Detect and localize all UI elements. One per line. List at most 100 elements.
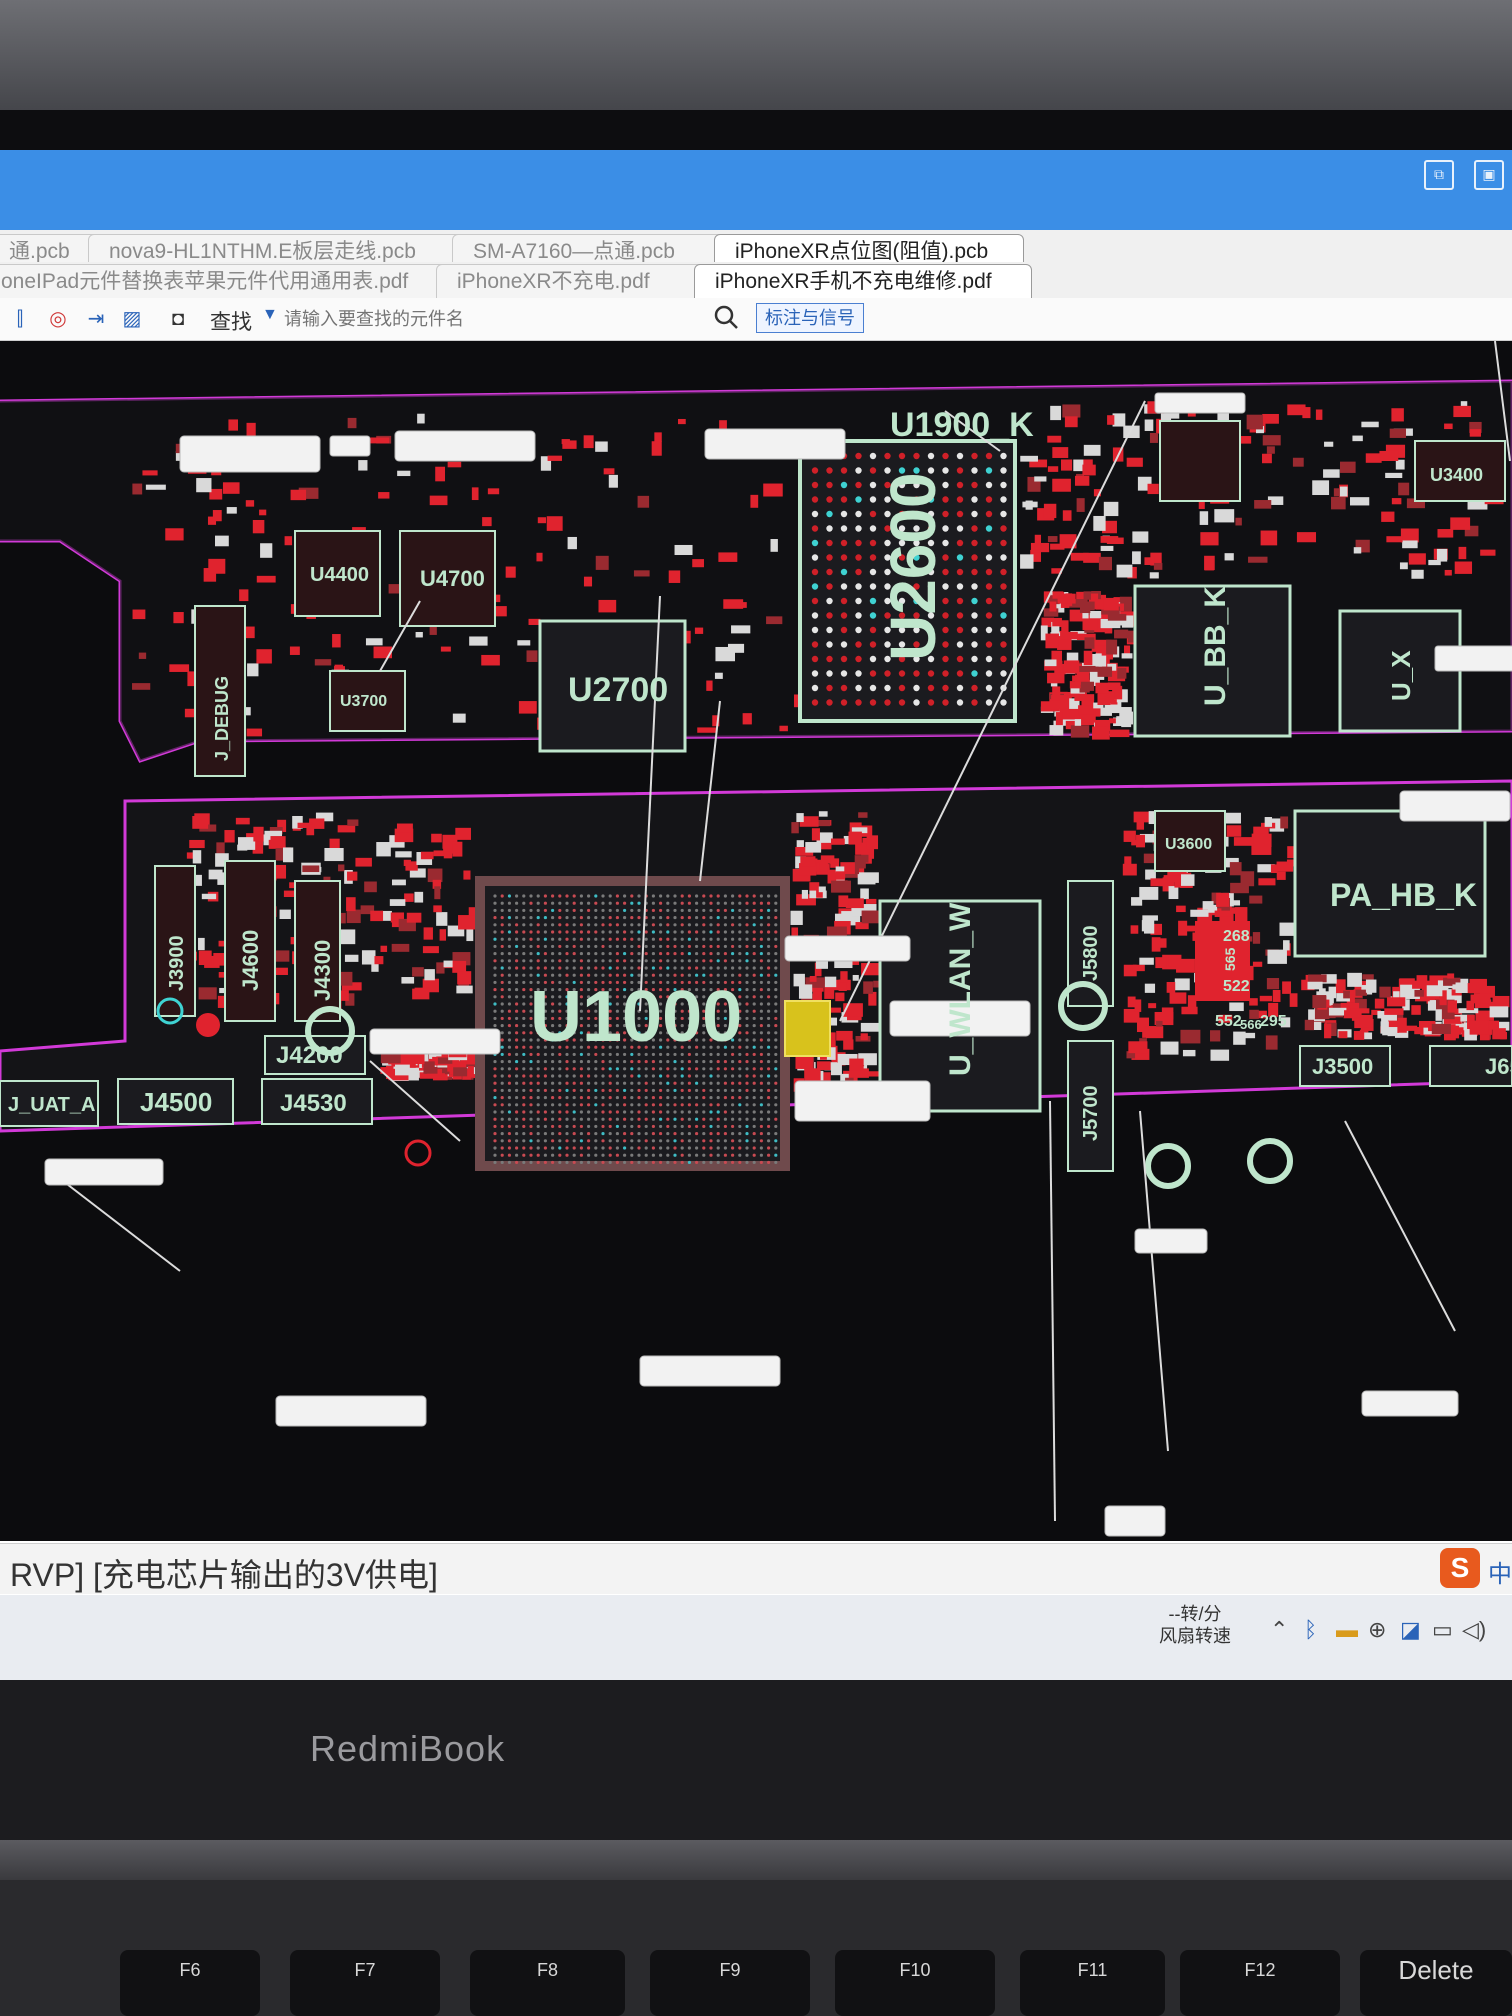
network-icon[interactable]: ▭ [1432, 1617, 1453, 1642]
bga-ball [695, 1002, 699, 1006]
bga-ball [673, 1132, 677, 1136]
bga-ball [529, 1024, 533, 1028]
key-f9[interactable]: F9 [650, 1950, 810, 2016]
app-icon[interactable]: ◪ [1400, 1617, 1421, 1642]
bga-ball [644, 1110, 648, 1114]
bga-ball [716, 1038, 720, 1042]
bga-ball [493, 1153, 497, 1157]
pad [1268, 1002, 1279, 1017]
key-delete[interactable]: Delete [1360, 1950, 1512, 2016]
tab-pdf-3[interactable]: iPhoneXR手机不充电维修.pdf [694, 264, 1032, 300]
bga-ball [536, 930, 540, 934]
bga-ball [493, 1103, 497, 1107]
pad [1047, 536, 1058, 543]
globe-icon[interactable]: ⊕ [1368, 1617, 1387, 1642]
pad [1221, 812, 1241, 824]
bga-ball [630, 1045, 634, 1049]
bga-ball [702, 1031, 706, 1035]
bga-ball [709, 1031, 713, 1035]
bga-ball [644, 1096, 648, 1100]
bga-ball [615, 952, 619, 956]
bga-ball [644, 1016, 648, 1020]
image-icon[interactable]: ▨ [122, 308, 142, 330]
bga-ball [738, 894, 742, 898]
bga-ball [774, 1009, 778, 1013]
key-f12[interactable]: F12 [1180, 1950, 1340, 2016]
bluetooth-icon[interactable]: ᛒ [1304, 1617, 1318, 1642]
pad [838, 979, 847, 992]
label-u1000: U1000 [530, 977, 742, 1057]
bga-ball [774, 908, 778, 912]
pad [1340, 461, 1356, 473]
chevron-up-icon[interactable]: ⌃ [1270, 1617, 1289, 1642]
bga-ball [637, 1052, 641, 1056]
pad [1353, 547, 1362, 554]
bga-ball [709, 1024, 713, 1028]
bga-ball [673, 1139, 677, 1143]
bga-ball [615, 1009, 619, 1013]
pad [583, 435, 594, 449]
bga-ball [659, 1009, 663, 1013]
key-f6[interactable]: F6 [120, 1950, 260, 2016]
pad [289, 646, 300, 655]
bga-ball [942, 481, 949, 489]
search-input[interactable] [282, 303, 706, 335]
fan-widget[interactable]: --转/分 风扇转速 [1150, 1603, 1240, 1647]
bga-ball [666, 1139, 670, 1143]
window-icon[interactable]: ▣ [1474, 160, 1504, 190]
pad [1355, 989, 1367, 996]
bga-ball [913, 510, 920, 518]
dropdown-arrow-icon[interactable]: ▼ [262, 306, 278, 323]
bga-ball [666, 1031, 670, 1035]
probe-icon[interactable]: ◎ [49, 308, 67, 330]
bga-ball [774, 995, 778, 999]
pad [1132, 551, 1141, 565]
bga-ball [515, 966, 519, 970]
pad [284, 536, 293, 546]
key-f11[interactable]: F11 [1020, 1950, 1165, 2016]
pad [1073, 459, 1088, 472]
key-f10[interactable]: F10 [835, 1950, 995, 2016]
folder-icon[interactable]: ▬ [1336, 1617, 1358, 1642]
restore-icon[interactable]: ⧉ [1424, 160, 1454, 190]
pcb-board[interactable]: U1900_K U2600 U2700 U4700 U4400 U3700 J_… [0, 340, 1512, 1615]
pad [1081, 700, 1092, 710]
bga-ball [630, 894, 634, 898]
pad [338, 864, 345, 872]
bga-ball [673, 1038, 677, 1042]
chip-u2700 [538, 619, 687, 753]
bga-ball [695, 1009, 699, 1013]
ime-language[interactable]: 中 [1488, 1561, 1512, 1588]
volume-icon[interactable]: ◁) [1462, 1617, 1487, 1642]
bga-ball [500, 1096, 504, 1100]
pad [804, 1068, 821, 1083]
bga-ball [855, 510, 862, 518]
sogou-ime-icon[interactable]: S [1440, 1548, 1480, 1588]
bga-ball [1000, 481, 1007, 489]
pad [1182, 1049, 1196, 1057]
bga-ball [522, 901, 526, 905]
pad [1131, 897, 1143, 906]
pcb-canvas[interactable]: U1900_K U2600 U2700 U4700 U4400 U3700 J_… [0, 340, 1512, 1615]
bga-ball [637, 1024, 641, 1028]
bga-ball [565, 1153, 569, 1157]
bga-ball [1000, 670, 1007, 677]
bga-ball [731, 1132, 735, 1136]
bga-ball [579, 1002, 583, 1006]
bga-ball [659, 959, 663, 963]
next-icon[interactable]: ⇥ [87, 308, 105, 330]
bga-ball [659, 1052, 663, 1056]
label-u1900-k: U1900_K [890, 406, 1034, 444]
bga-ball [738, 1060, 742, 1064]
search-icon[interactable] [712, 303, 740, 331]
bga-ball [680, 980, 684, 984]
flip-icon[interactable]: ⫿ [16, 308, 24, 330]
mouse-icon[interactable]: ◘ [171, 308, 185, 330]
key-f7[interactable]: F7 [290, 1950, 440, 2016]
signal-button[interactable]: 标注与信号 [756, 303, 864, 333]
pad [1443, 977, 1461, 986]
bga-ball [630, 1103, 634, 1107]
tab-pdf-1[interactable]: oneIPad元件替换表苹果元件代用通用表.pdf [0, 264, 462, 300]
key-f8[interactable]: F8 [470, 1950, 625, 2016]
tab-pdf-2[interactable]: iPhoneXR不充电.pdf [436, 264, 718, 300]
